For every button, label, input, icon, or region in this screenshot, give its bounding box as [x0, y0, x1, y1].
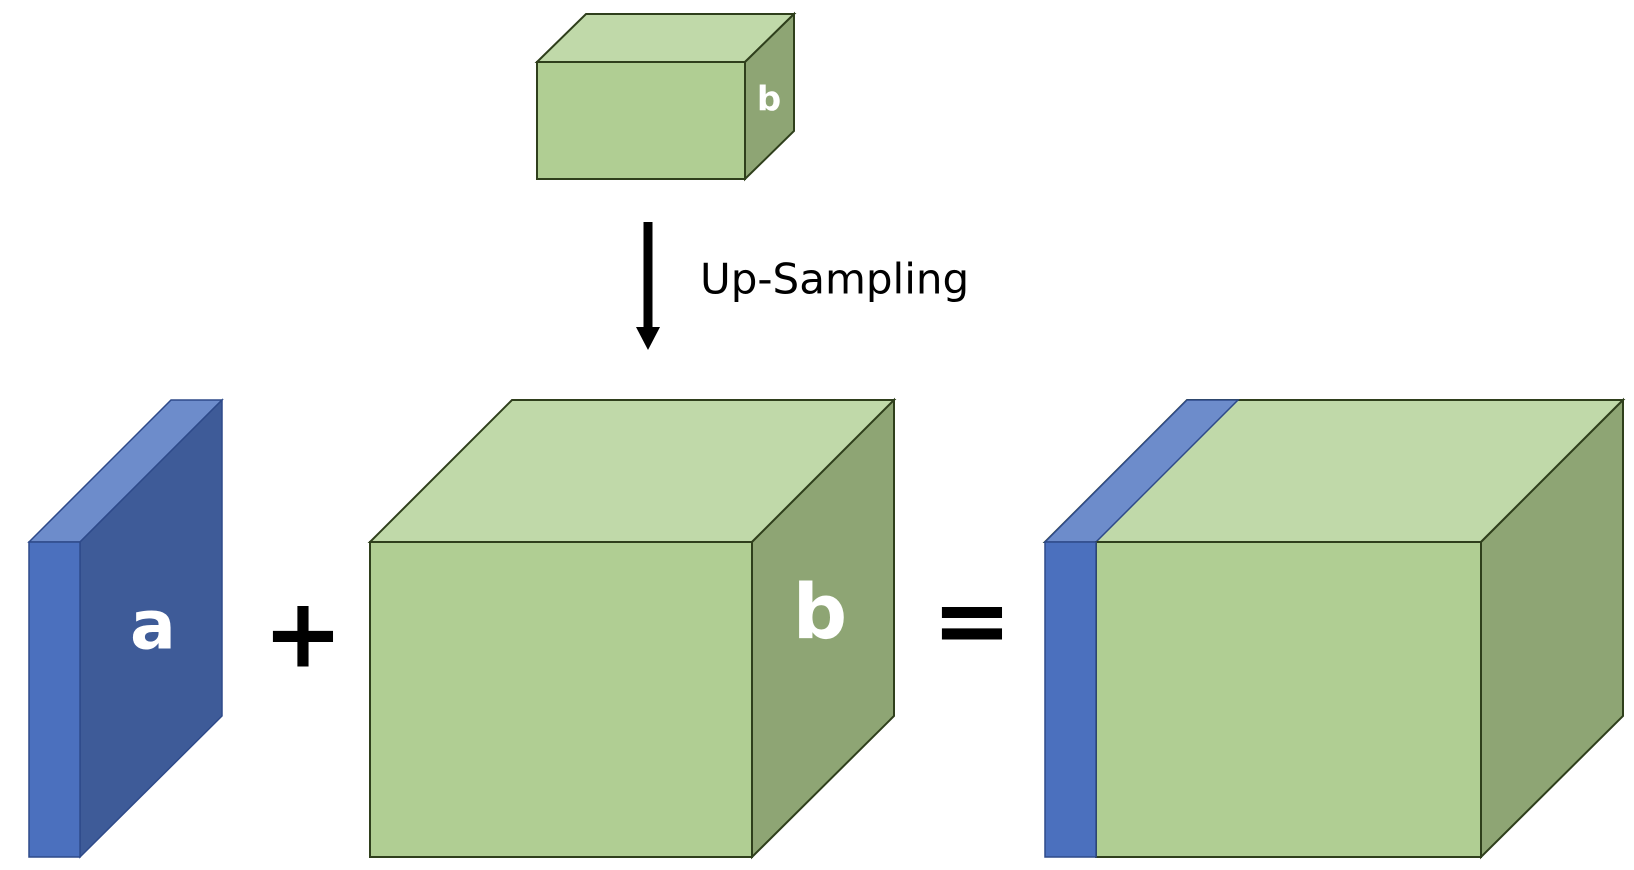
- plus-operator: +: [263, 577, 343, 689]
- upsampled-block-label: b: [793, 567, 847, 656]
- slab-a-front-face: [28, 541, 81, 858]
- equals-operator: =: [932, 564, 1012, 676]
- result-blue-front-strip: [1044, 541, 1097, 858]
- upsampling-arrow: Up-Sampling: [636, 222, 969, 350]
- small-block-label: b: [757, 80, 781, 120]
- upsampled-block-b: b: [367, 397, 897, 860]
- input-slab-a: a: [27, 398, 224, 859]
- result-green-front-face: [1095, 541, 1482, 858]
- concatenated-result-block: [1042, 397, 1626, 860]
- slab-a-label: a: [130, 587, 176, 666]
- upsampling-label: Up-Sampling: [700, 255, 969, 304]
- upsampled-block-front-face: [369, 541, 753, 858]
- upsampling-arrow-head: [636, 327, 660, 350]
- small-block-front-face: [536, 61, 746, 180]
- small-block-b: b: [534, 11, 797, 182]
